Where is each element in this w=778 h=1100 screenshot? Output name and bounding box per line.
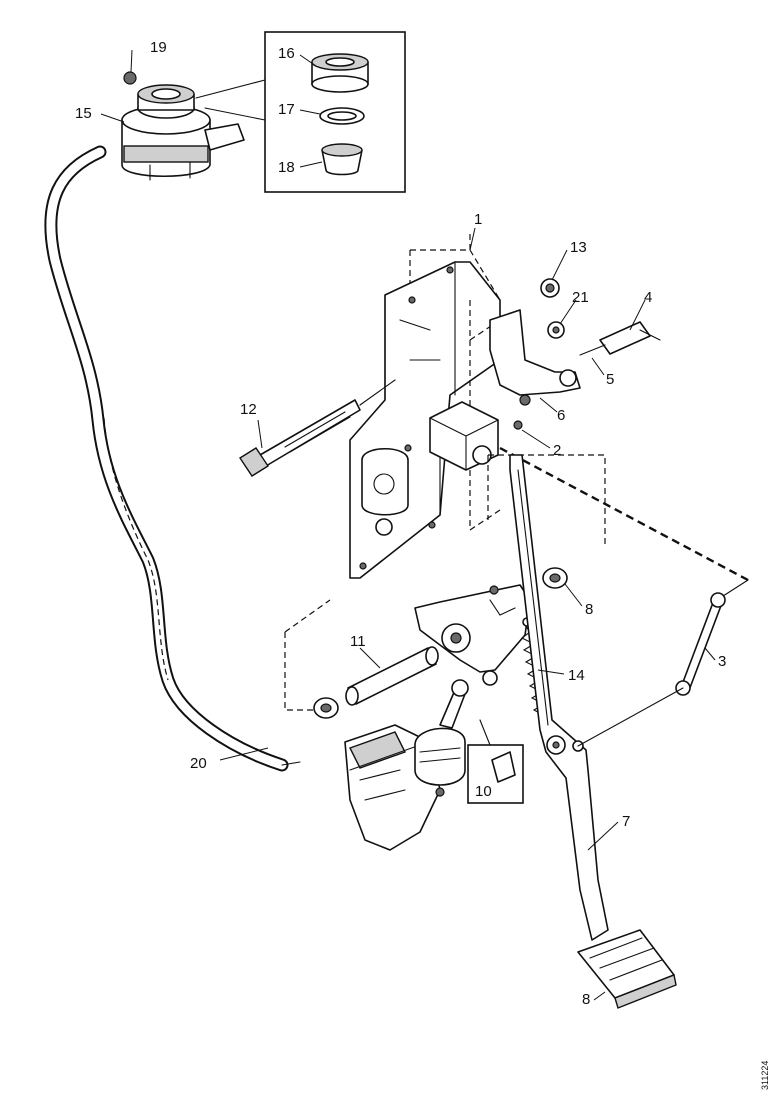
callout-8-pad: 8 <box>582 991 590 1008</box>
lower-assembly-frame <box>284 454 606 711</box>
reservoir-15 <box>121 84 245 181</box>
sleeve-11 <box>345 646 439 706</box>
pedal-pad-8 <box>577 929 677 1009</box>
callout-6: 6 <box>557 407 565 424</box>
bracket-1 <box>349 232 501 579</box>
callout-8-upper: 8 <box>585 601 593 618</box>
link-line <box>499 446 749 599</box>
bolt-12 <box>239 379 396 477</box>
callout-16: 16 <box>278 45 295 62</box>
callout-12: 12 <box>240 401 257 418</box>
callout-21: 21 <box>572 289 589 306</box>
nut-19 <box>123 71 137 85</box>
callouts: 19 15 16 17 18 1 13 21 4 5 6 2 12 8 3 11… <box>75 39 726 1008</box>
switch-bracket-6 <box>489 309 581 406</box>
master-cylinder <box>344 679 469 851</box>
callout-2: 2 <box>553 442 561 459</box>
reservoir-cap-detail-box <box>195 31 406 193</box>
seal-17 <box>319 107 365 125</box>
callout-14: 14 <box>568 667 585 684</box>
clip-10 <box>467 719 524 804</box>
nut-13 <box>540 278 560 298</box>
switch-4 <box>599 321 661 355</box>
cap-16 <box>311 53 369 93</box>
callout-4: 4 <box>644 289 652 306</box>
strainer-18 <box>321 143 363 176</box>
pin-5 <box>579 344 606 356</box>
callout-13: 13 <box>570 239 587 256</box>
hose-20 <box>44 145 301 772</box>
callout-17: 17 <box>278 101 295 118</box>
callout-11: 11 <box>350 633 366 650</box>
callout-20: 20 <box>190 755 207 772</box>
callout-1: 1 <box>474 211 482 228</box>
callout-18: 18 <box>278 159 295 176</box>
bushing-8-upper <box>542 567 568 589</box>
pedal-arm-7 <box>509 454 609 941</box>
callout-10: 10 <box>475 783 492 800</box>
pedal-pivot-arm <box>414 584 531 686</box>
callout-3: 3 <box>718 653 726 670</box>
document-id: 311224 <box>760 1061 770 1090</box>
callout-5: 5 <box>606 371 614 388</box>
callout-7: 7 <box>622 813 630 830</box>
callout-19: 19 <box>150 39 167 56</box>
callout-15: 15 <box>75 105 92 122</box>
rod-3 <box>577 592 726 747</box>
leader-lines <box>100 49 716 1001</box>
bushing-lower <box>313 697 339 719</box>
nut-21 <box>547 321 565 339</box>
